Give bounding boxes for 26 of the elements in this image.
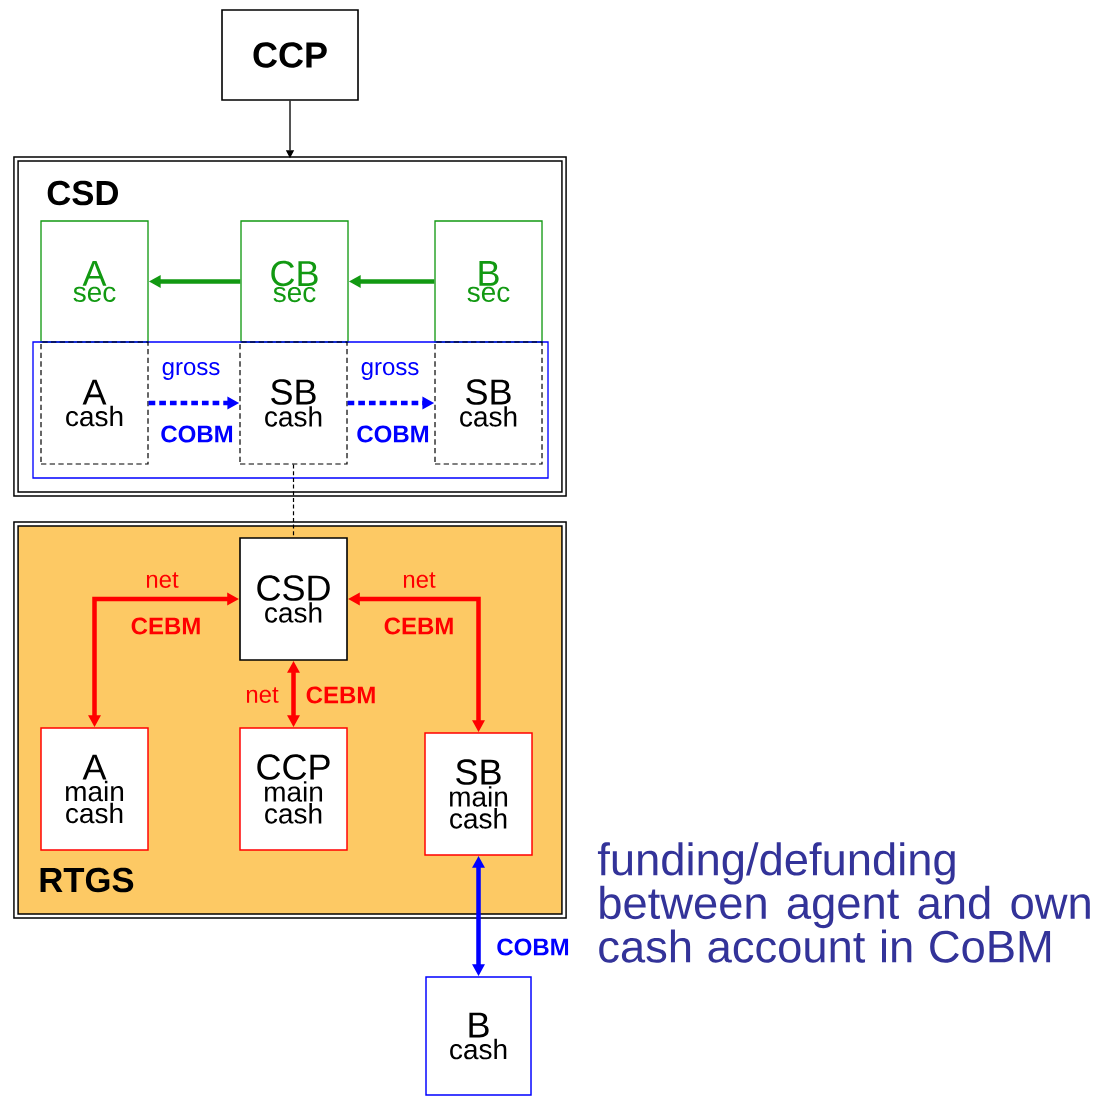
method-label: COBM <box>357 425 429 443</box>
cash-account-box: CCP main cash <box>239 727 348 851</box>
securities-account-box: A sec <box>40 220 149 343</box>
method-label: COBM <box>161 425 233 443</box>
cash-account-box: B cash <box>425 976 532 1096</box>
ccp-box: CCP <box>221 9 359 101</box>
edge-label: net <box>246 687 279 703</box>
securities-account-box: CB sec <box>240 220 349 343</box>
cash-account-box: SB main cash <box>424 732 533 856</box>
method-label: CEBM <box>131 617 200 635</box>
cash-account-box: A cash <box>40 341 149 465</box>
securities-account-box: B sec <box>434 220 543 343</box>
edge-label: gross <box>361 362 419 380</box>
method-label: CEBM <box>306 686 375 704</box>
cash-account-box: A main cash <box>40 727 149 851</box>
cash-band <box>32 341 549 479</box>
edge-label: COBM <box>497 938 569 956</box>
edge-label: gross <box>162 362 220 380</box>
method-label: CEBM <box>384 617 453 635</box>
edge-label: net <box>403 572 436 588</box>
cash-account-box: SB cash <box>239 341 348 465</box>
cash-account-box: SB cash <box>434 341 543 465</box>
connector-line <box>292 464 295 538</box>
edge-label: net <box>146 572 179 588</box>
note-text: funding/defunding between agent and own cash account in CoBM <box>597 842 1090 963</box>
cash-account-box: CSD cash <box>239 537 348 661</box>
